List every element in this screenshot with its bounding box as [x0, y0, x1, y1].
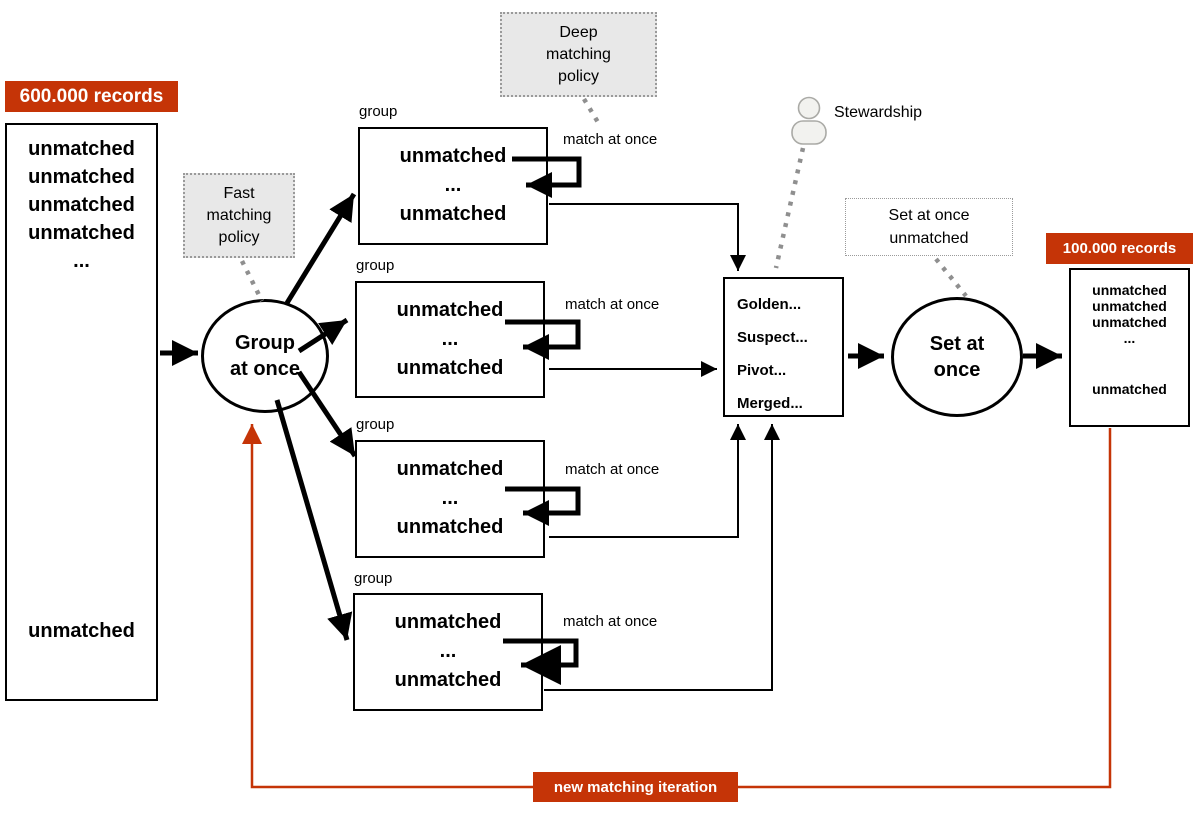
set-at-once-node: Set at once	[891, 297, 1023, 417]
record-row: unmatched	[28, 620, 135, 642]
ellipsis-row: ...	[1123, 330, 1136, 346]
record-row: unmatched	[28, 166, 135, 188]
record-row: unmatched	[399, 145, 507, 167]
dotted-link-set-policy	[934, 257, 968, 298]
stewardship-label: Stewardship	[834, 104, 923, 121]
record-row: unmatched	[396, 516, 504, 538]
ellipsis-row: ...	[441, 328, 459, 350]
golden-rows: Golden... Suspect... Pivot... Merged...	[725, 279, 842, 420]
node-label-line: Set at	[929, 333, 985, 355]
record-row: unmatched	[28, 222, 135, 244]
merged-row: Merged...	[737, 395, 803, 412]
source-records-box: unmatched unmatched unmatched unmatched …	[5, 123, 158, 701]
match-at-once-label: match at once	[563, 131, 658, 148]
dotted-link-fast-policy	[239, 259, 265, 303]
group-label: group	[354, 570, 393, 587]
record-row: unmatched	[1092, 282, 1167, 298]
policy-line: policy	[218, 228, 260, 246]
node-label-line: at once	[229, 358, 301, 380]
arrow-group-to-box4	[274, 399, 353, 641]
output-records-badge: 100.000 records	[1046, 233, 1193, 264]
record-row: unmatched	[399, 203, 507, 225]
record-row: unmatched	[28, 138, 135, 160]
arrow-group-to-box1	[284, 192, 357, 305]
group-rows: unmatched ... unmatched	[357, 442, 543, 542]
policy-line: Deep	[559, 23, 598, 41]
source-records-rows: unmatched unmatched unmatched unmatched …	[7, 125, 156, 275]
policy-line: policy	[558, 67, 599, 85]
match-at-once-label: match at once	[563, 613, 658, 630]
group-box-2: unmatched ... unmatched	[355, 281, 545, 398]
policy-line: unmatched	[889, 230, 969, 247]
record-row: unmatched	[396, 357, 504, 379]
input-records-badge: 600.000 records	[5, 81, 178, 112]
dotted-link-stewardship	[773, 147, 806, 269]
match-at-once-label: match at once	[565, 296, 660, 313]
record-row: unmatched	[1092, 381, 1167, 397]
set-at-once-policy-note: Set at once unmatched	[845, 198, 1013, 256]
match-at-once-label: match at once	[565, 461, 660, 478]
policy-line: Fast	[223, 184, 255, 202]
result-records-box: unmatched unmatched unmatched ... unmatc…	[1069, 268, 1190, 427]
suspect-row: Suspect...	[737, 329, 808, 346]
deep-matching-policy-note: Deep matching policy	[500, 12, 657, 97]
group-box-1: unmatched ... unmatched	[358, 127, 548, 245]
group-at-once-node: Group at once	[201, 299, 329, 413]
connector-box3-to-golden	[549, 424, 746, 538]
policy-line: matching	[546, 45, 611, 63]
group-label: group	[356, 257, 395, 274]
dotted-link-deep-policy	[582, 97, 601, 126]
record-row: unmatched	[396, 299, 504, 321]
golden-row: Golden...	[737, 296, 802, 313]
connector-box1-to-golden	[549, 203, 746, 271]
ellipsis-row: ...	[444, 174, 462, 196]
golden-records-box: Golden... Suspect... Pivot... Merged...	[723, 277, 844, 417]
policy-line: matching	[206, 206, 272, 224]
policy-line: Set at once	[888, 207, 970, 224]
group-rows: unmatched ... unmatched	[357, 283, 543, 383]
record-row: unmatched	[394, 669, 502, 691]
record-row: unmatched	[1092, 314, 1167, 330]
ellipsis-row: ...	[441, 487, 459, 509]
record-row: unmatched	[1092, 298, 1167, 314]
ellipsis-row: ...	[73, 250, 90, 272]
person-icon	[789, 96, 829, 146]
record-row: unmatched	[394, 611, 502, 633]
node-label-line: once	[933, 359, 981, 381]
group-rows: unmatched ... unmatched	[360, 129, 546, 229]
ellipsis-row: ...	[439, 640, 457, 662]
group-label: group	[359, 103, 398, 120]
group-box-4: unmatched ... unmatched	[353, 593, 543, 711]
group-label: group	[356, 416, 395, 433]
node-label-line: Group	[235, 332, 295, 354]
group-rows: unmatched ... unmatched	[355, 595, 541, 695]
record-row: unmatched	[396, 458, 504, 480]
new-matching-iteration-badge: new matching iteration	[533, 772, 738, 802]
pivot-row: Pivot...	[737, 362, 787, 379]
group-box-3: unmatched ... unmatched	[355, 440, 545, 558]
fast-matching-policy-note: Fast matching policy	[183, 173, 295, 258]
record-row: unmatched	[28, 194, 135, 216]
result-rows: unmatched unmatched unmatched ...	[1071, 270, 1188, 346]
